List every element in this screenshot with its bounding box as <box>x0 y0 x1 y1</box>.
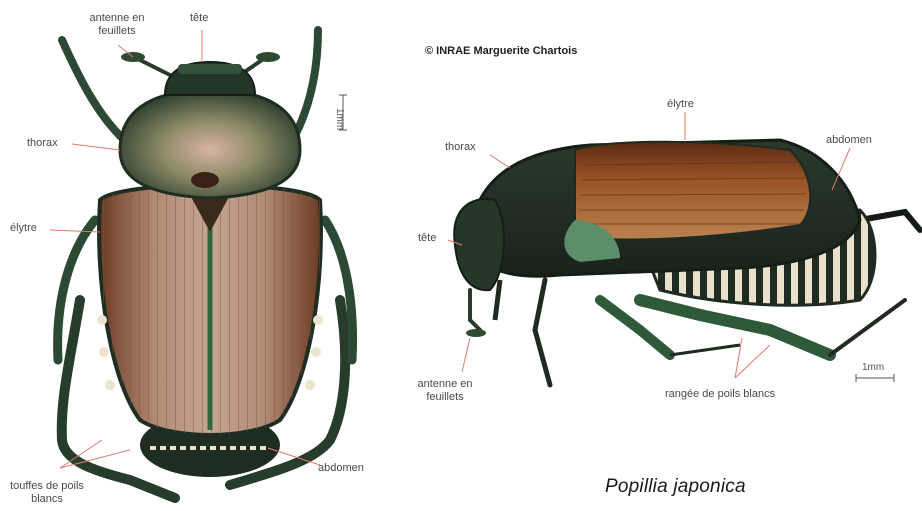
lateral-label-hair-row: rangée de poils blancs <box>665 388 775 401</box>
dorsal-label-abdomen: abdomen <box>318 462 364 475</box>
dorsal-label-thorax: thorax <box>27 137 58 150</box>
dorsal-label-tufts: touffes de poils blancs <box>8 480 86 506</box>
dorsal-beetle <box>58 30 353 498</box>
lateral-label-abdomen: abdomen <box>826 134 872 147</box>
lateral-label-elytron: élytre <box>667 98 694 111</box>
lateral-label-head: tête <box>418 232 436 245</box>
lateral-label-antenna: antenne en feuillets <box>405 378 485 404</box>
lateral-beetle <box>454 140 920 385</box>
species-name: Popillia japonica <box>605 476 746 498</box>
dorsal-label-head: tête <box>190 12 208 25</box>
lateral-label-thorax: thorax <box>445 141 476 154</box>
photo-credit: © INRAE Marguerite Chartois <box>425 45 577 57</box>
dorsal-label-elytron: élytre <box>10 222 37 235</box>
dorsal-label-antenna: antenne en feuillets <box>78 12 156 38</box>
dorsal-scale-label: 1mm <box>334 108 345 130</box>
lateral-scale-label: 1mm <box>862 362 884 373</box>
